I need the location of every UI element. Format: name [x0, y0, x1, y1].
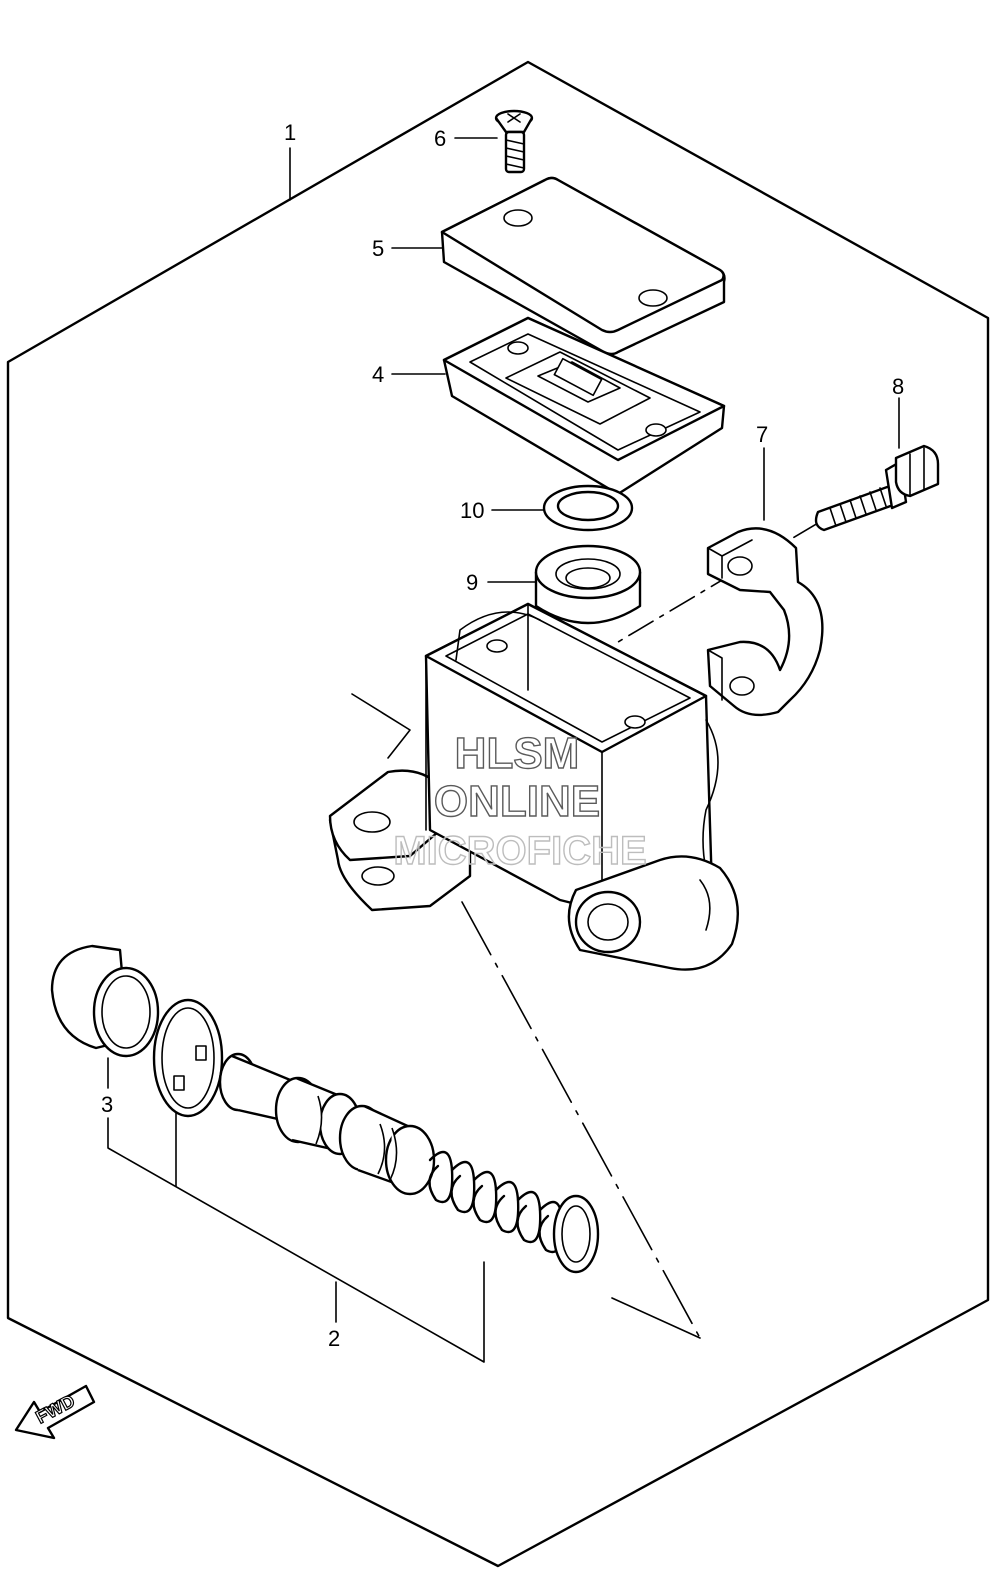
part-3-boot	[50, 944, 160, 1058]
bracket-2	[107, 1117, 485, 1363]
callout-8: 8	[892, 374, 904, 399]
watermark-line-2: ONLINE	[434, 777, 600, 826]
callout-7: 7	[756, 422, 768, 447]
part-2-piston-assembly	[218, 1052, 436, 1196]
master-cylinder-body	[328, 602, 739, 971]
piston-spring	[428, 1150, 600, 1274]
alignment-line-mount	[351, 693, 411, 759]
part-9-bushing	[534, 544, 642, 625]
callout-4: 4	[372, 362, 384, 387]
callout-5: 5	[372, 236, 384, 261]
part-8-bolt	[814, 444, 940, 532]
callout-6: 6	[434, 126, 446, 151]
part-4-diaphragm	[442, 316, 726, 496]
callout-1: 1	[284, 120, 296, 145]
watermark-line-1: HLSM	[455, 729, 580, 778]
part-10-washer	[542, 484, 634, 532]
watermark: HLSM ONLINE MICROFICHE	[393, 728, 648, 873]
watermark-line-3: MICROFICHE	[393, 829, 646, 873]
callout-2: 2	[328, 1326, 340, 1351]
callout-3: 3	[101, 1092, 113, 1117]
part-5-reservoir-cap	[440, 176, 726, 356]
callout-9: 9	[466, 570, 478, 595]
part-7-clamp-holder	[706, 527, 824, 717]
alignment-line-bore	[611, 1297, 701, 1339]
assembly-outline	[6, 60, 990, 1568]
part-6-screw	[494, 109, 534, 174]
callout-10: 10	[460, 498, 484, 523]
retainer-ring	[152, 998, 224, 1118]
fwd-arrow-icon: FWD	[14, 1384, 96, 1440]
